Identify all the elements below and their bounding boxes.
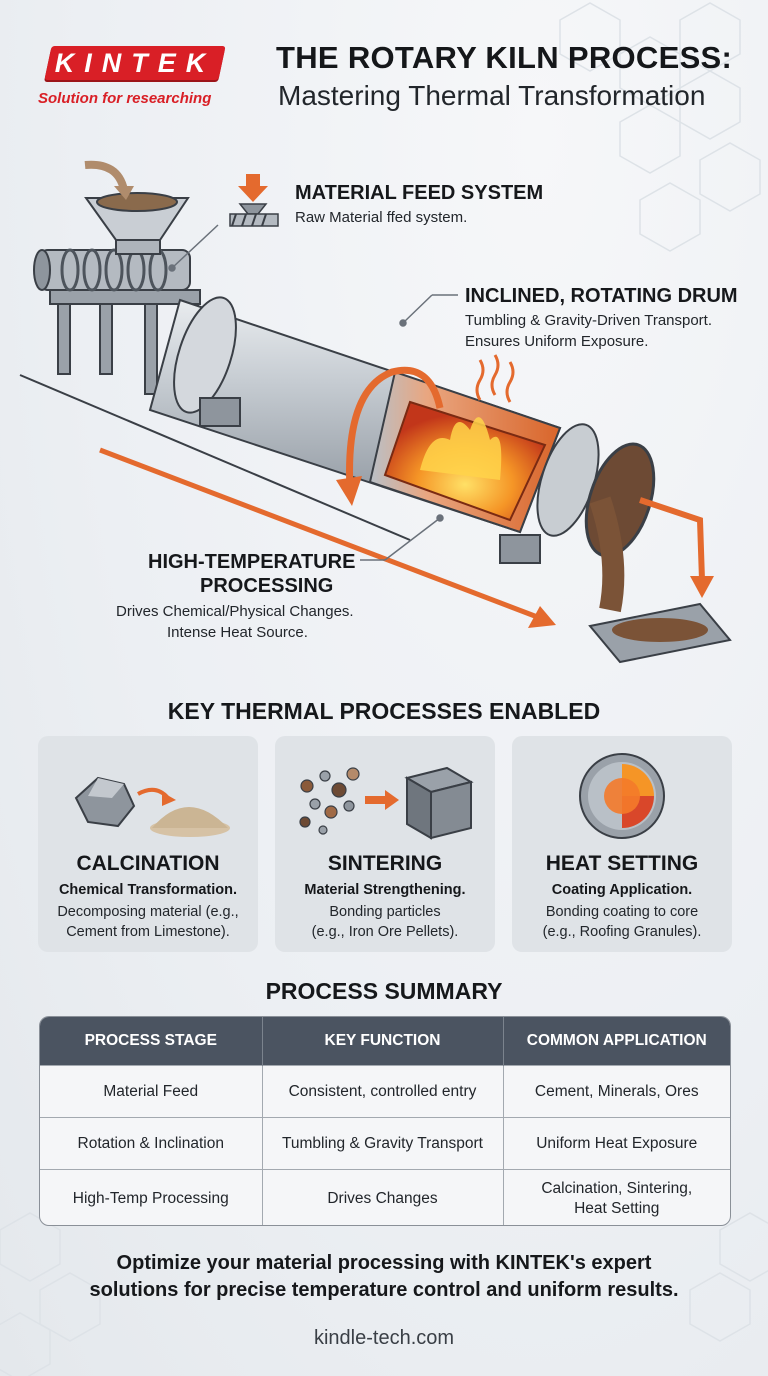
processes-heading: KEY THERMAL PROCESSES ENABLED	[167, 698, 601, 724]
summary-table: PROCESS STAGE KEY FUNCTION COMMON APPLIC…	[40, 1017, 730, 1225]
footer-line2: solutions for precise temperature contro…	[89, 1279, 679, 1301]
heat-waves-icon	[475, 354, 515, 403]
ground-line	[19, 374, 411, 541]
logo-tagline: Solution for researching	[38, 90, 212, 107]
table-cell: High-Temp Processing	[40, 1169, 263, 1225]
process-description: Decomposing material (e.g., Cement from L…	[46, 902, 250, 942]
product-tray	[588, 602, 732, 664]
discharge-stream	[589, 496, 625, 613]
process-subtitle: Chemical Transformation.	[58, 882, 238, 898]
heat-annotation-line2: Intense Heat Source.	[167, 624, 308, 641]
process-desc-line1: Bonding coating to core	[545, 904, 699, 920]
heat-annotation-title-line1: HIGH-TEMPERATURE	[148, 551, 356, 573]
feed-arrow-head	[114, 186, 134, 200]
page-title: THE ROTARY KILN PROCESS:	[276, 40, 733, 75]
table-cell: Tumbling & Gravity Transport	[262, 1117, 504, 1170]
process-card-heat-setting: HEAT SETTING Coating Application. Bondin…	[512, 736, 732, 952]
discharge-arrow-head	[690, 576, 714, 598]
process-description: Bonding coating to core (e.g., Roofing Gr…	[520, 902, 724, 942]
feed-annotation-text: Raw Material ffed system.	[295, 209, 468, 226]
process-desc-line2: Cement from Limestone).	[66, 924, 230, 940]
process-title: SINTERING	[327, 852, 443, 875]
table-row: High-Temp Processing Drives Changes Calc…	[40, 1169, 730, 1225]
rotation-arrow	[346, 366, 444, 491]
drum-annotation-line2: Ensures Uniform Exposure.	[465, 333, 649, 350]
drum-annotation-title: INCLINED, ROTATING DRUM	[465, 285, 738, 307]
process-card-sintering: SINTERING Material Strengthening. Bondin…	[275, 736, 495, 952]
flow-arrow-head	[528, 606, 556, 628]
drum-annotation-line1: Tumbling & Gravity-Driven Transport.	[465, 312, 713, 329]
process-title: HEAT SETTING	[545, 852, 699, 875]
table-header-row: PROCESS STAGE KEY FUNCTION COMMON APPLIC…	[40, 1017, 730, 1066]
feed-hopper	[84, 192, 190, 255]
process-title: CALCINATION	[76, 852, 220, 875]
rotation-arrow-head	[336, 476, 362, 506]
page-subtitle: Mastering Thermal Transformation	[278, 80, 706, 111]
heat-annotation-line1: Drives Chemical/Physical Changes.	[116, 603, 354, 620]
process-subtitle: Coating Application.	[551, 882, 693, 898]
table-cell-line1: Calcination, Sintering,	[541, 1179, 693, 1197]
rock-to-powder-icon	[74, 776, 230, 837]
table-row: Rotation & Inclination Tumbling & Gravit…	[40, 1117, 730, 1170]
table-header-cell: COMMON APPLICATION	[503, 1017, 730, 1066]
process-description: Bonding particles (e.g., Iron Ore Pellets…	[283, 902, 487, 942]
table-cell: Drives Changes	[262, 1169, 504, 1225]
flow-arrow	[99, 447, 541, 621]
table-cell: Uniform Heat Exposure	[503, 1117, 730, 1170]
table-cell-line2: Heat Setting	[574, 1199, 660, 1217]
heat-annotation-title-line2: PROCESSING	[200, 575, 334, 597]
logo-text: KINTEK	[54, 48, 216, 78]
leader-lines	[168, 224, 458, 561]
table-cell: Cement, Minerals, Ores	[503, 1065, 730, 1118]
table-cell: Consistent, controlled entry	[262, 1065, 504, 1118]
feed-arrow	[84, 160, 128, 192]
rotary-kiln-diagram	[19, 160, 732, 664]
table-cell: Material Feed	[40, 1065, 263, 1118]
table-cell: Calcination, Sintering, Heat Setting	[503, 1169, 730, 1225]
footer-message: Optimize your material processing with K…	[0, 1250, 768, 1304]
process-card-calcination: CALCINATION Chemical Transformation. Dec…	[38, 736, 258, 952]
feed-annotation-title: MATERIAL FEED SYSTEM	[295, 182, 544, 204]
particles-to-block-icon	[299, 766, 474, 840]
process-desc-line2: (e.g., Roofing Granules).	[542, 924, 702, 940]
kintek-logo: KINTEK	[44, 46, 226, 80]
process-subtitle: Material Strengthening.	[304, 882, 466, 898]
screw-conveyor	[33, 248, 191, 292]
table-row: Material Feed Consistent, controlled ent…	[40, 1065, 730, 1118]
process-desc-line2: (e.g., Iron Ore Pellets).	[311, 924, 459, 940]
table-header-cell: KEY FUNCTION	[262, 1017, 504, 1066]
website-link[interactable]: kindle-tech.com	[313, 1327, 455, 1349]
table-cell: Rotation & Inclination	[40, 1117, 263, 1170]
process-desc-line1: Bonding particles	[329, 904, 441, 920]
footer-line1: Optimize your material processing with K…	[116, 1252, 652, 1274]
table-header-cell: PROCESS STAGE	[40, 1017, 263, 1066]
process-desc-line1: Decomposing material (e.g.,	[57, 904, 239, 920]
summary-heading: PROCESS SUMMARY	[265, 978, 503, 1004]
process-summary-table: PROCESS STAGE KEY FUNCTION COMMON APPLIC…	[39, 1016, 731, 1226]
coated-sphere-icon	[579, 753, 665, 839]
discharge-arrow	[639, 497, 705, 581]
screw-feed-icon	[229, 174, 279, 227]
